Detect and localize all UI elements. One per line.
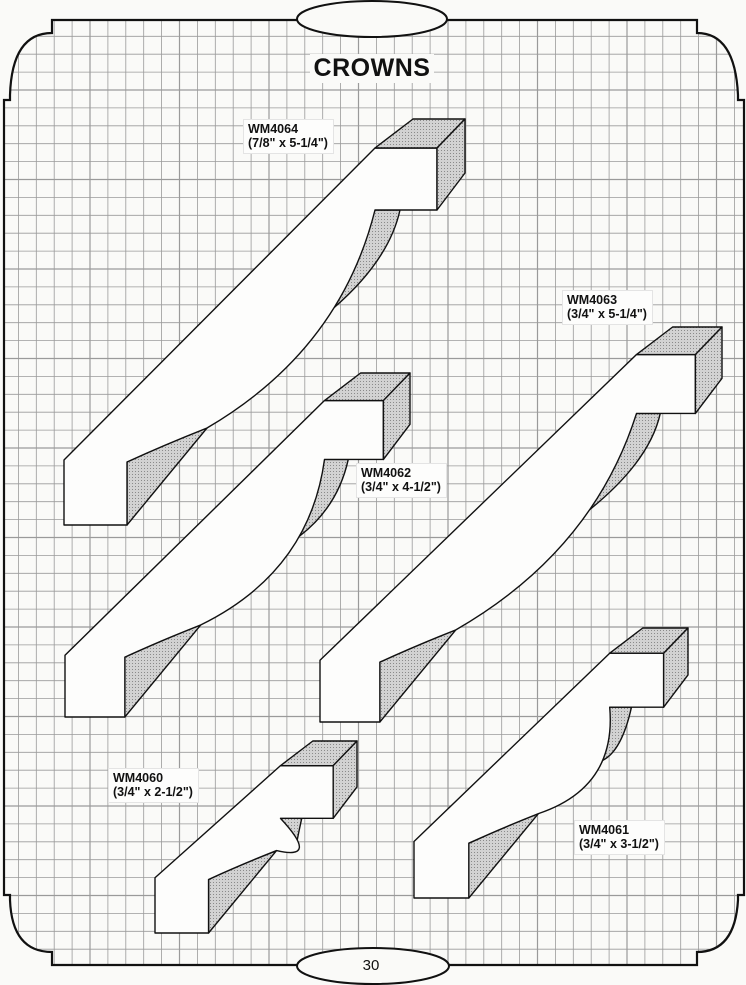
crown-molding-wm4060 bbox=[154, 740, 358, 934]
product-label-wm4063: WM4063 (3/4" x 5-1/4") bbox=[562, 290, 653, 325]
molding-face bbox=[63, 147, 438, 526]
product-size: (3/4" x 2-1/2") bbox=[113, 785, 193, 799]
product-size: (3/4" x 5-1/4") bbox=[567, 307, 647, 321]
molding-face bbox=[319, 353, 697, 723]
crown-molding-wm4061 bbox=[413, 627, 689, 899]
page-frame bbox=[2, 18, 746, 967]
block-side-face bbox=[694, 326, 723, 415]
product-label-wm4061: WM4061 (3/4" x 3-1/2") bbox=[574, 820, 665, 855]
product-label-wm4064: WM4064 (7/8" x 5-1/4") bbox=[243, 119, 334, 154]
product-size: (7/8" x 5-1/4") bbox=[248, 136, 328, 150]
top-ornament-ellipse bbox=[296, 0, 448, 38]
page-number: 30 bbox=[362, 957, 380, 974]
cove-shadow bbox=[589, 412, 661, 511]
product-code: WM4062 bbox=[361, 466, 412, 480]
page-title: CROWNS bbox=[310, 54, 434, 83]
product-code: WM4064 bbox=[248, 122, 299, 136]
product-size: (3/4" x 4-1/2") bbox=[361, 480, 441, 494]
block-side-face bbox=[662, 627, 689, 708]
molding-face bbox=[413, 652, 665, 899]
block-side-face bbox=[332, 740, 358, 820]
product-code: WM4061 bbox=[579, 823, 630, 837]
product-label-wm4060: WM4060 (3/4" x 2-1/2") bbox=[108, 768, 199, 803]
cove-shadow bbox=[333, 209, 401, 309]
product-code: WM4060 bbox=[113, 771, 164, 785]
molding-face bbox=[64, 399, 385, 718]
product-size: (3/4" x 3-1/2") bbox=[579, 837, 659, 851]
crown-molding-wm4062 bbox=[64, 372, 411, 718]
block-side-face bbox=[436, 118, 466, 211]
crown-molding-wm4063 bbox=[319, 326, 723, 723]
cove-shadow bbox=[298, 458, 349, 537]
product-code: WM4063 bbox=[567, 293, 618, 307]
block-side-face bbox=[382, 372, 411, 461]
product-label-wm4062: WM4062 (3/4" x 4-1/2") bbox=[356, 463, 447, 498]
crown-molding-wm4064 bbox=[63, 118, 466, 526]
molding-face bbox=[154, 764, 334, 934]
page-number-ellipse bbox=[296, 947, 450, 985]
